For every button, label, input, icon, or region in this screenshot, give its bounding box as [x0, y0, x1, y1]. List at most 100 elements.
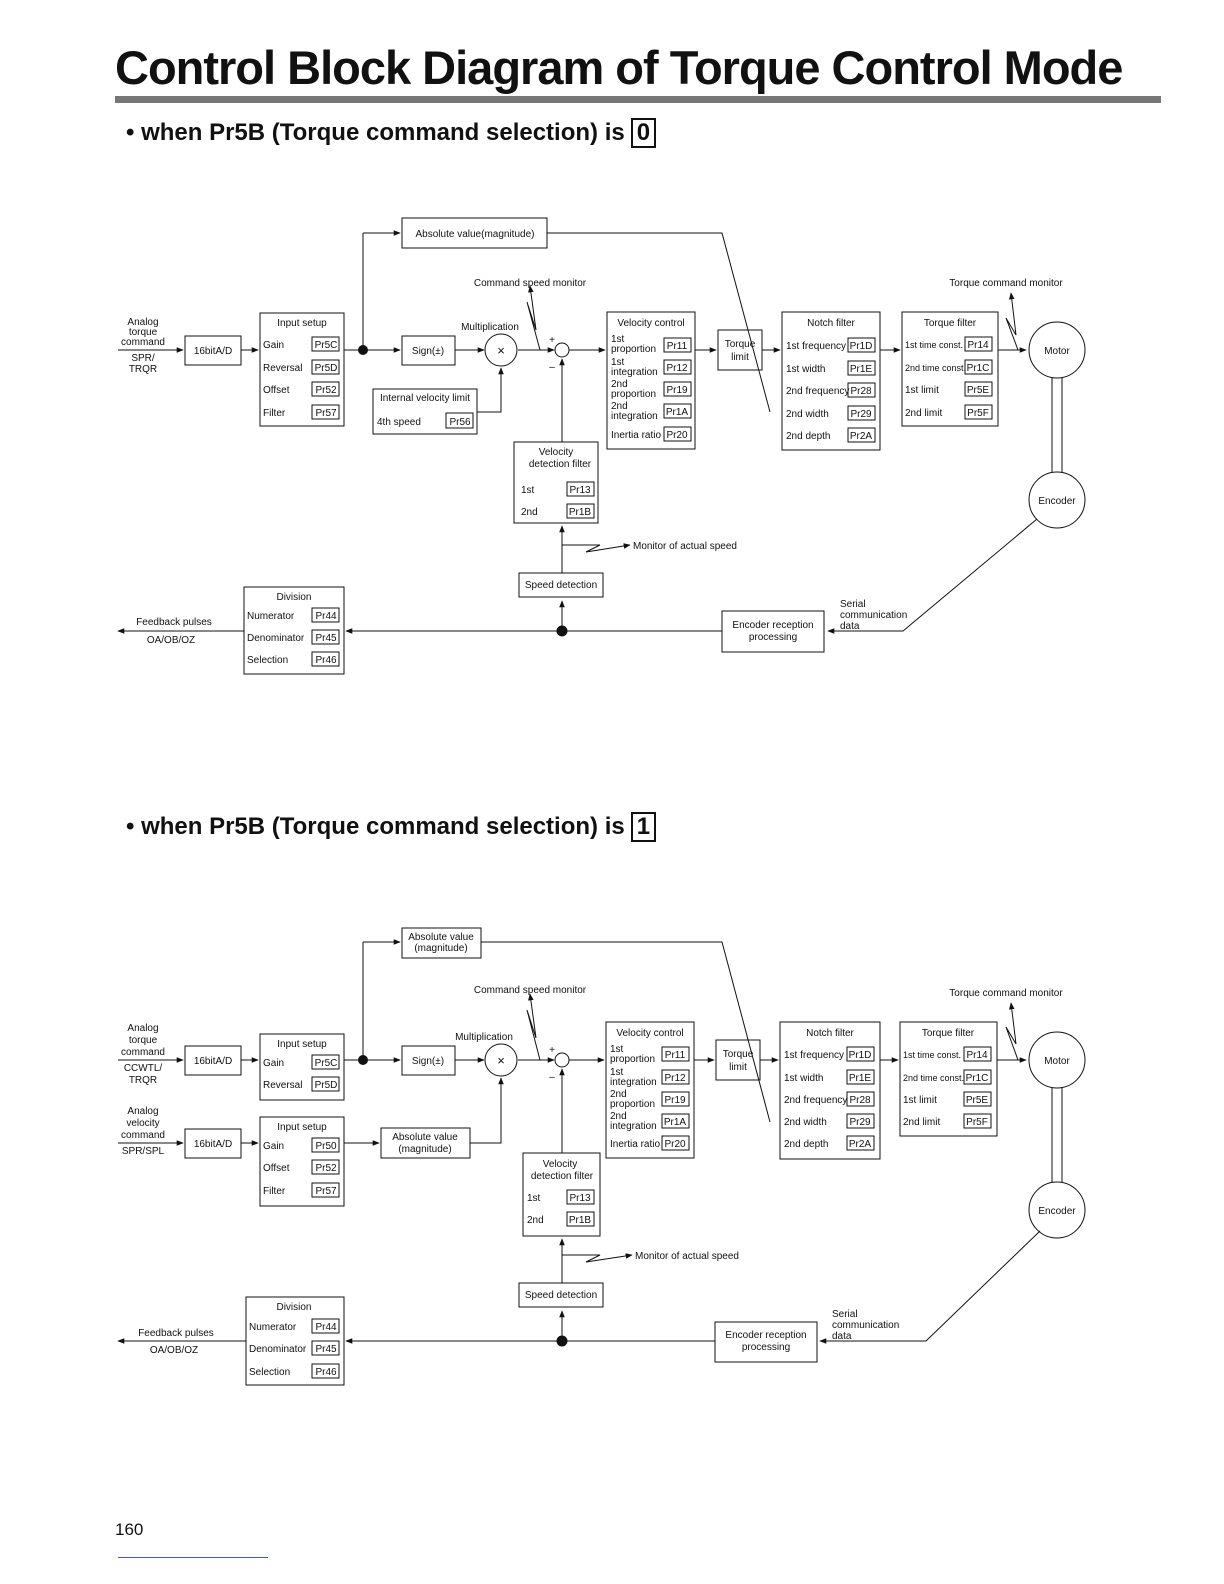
param-code: Pr2A: [849, 1139, 872, 1150]
param-label: proportion: [610, 1099, 655, 1110]
pin-label: TRQR: [129, 1075, 157, 1086]
input-setup-title: Input setup: [277, 1122, 327, 1133]
param-label: proportion: [611, 389, 656, 400]
section-heading-1: • when Pr5B (Torque command selection) i…: [126, 812, 657, 842]
param-code: Pr50: [315, 1141, 337, 1152]
param-code: Pr29: [850, 409, 872, 420]
param-code: Pr5D: [315, 363, 338, 374]
serial-label: communication: [832, 1320, 899, 1331]
encoder-reception-label: Encoder reception: [725, 1330, 806, 1341]
motor-label: Motor: [1044, 346, 1070, 357]
encoder-label: Encoder: [1038, 1206, 1076, 1217]
param-label: Inertia ratio: [610, 1139, 660, 1150]
param-code: Pr1E: [850, 364, 873, 375]
adc-label: 16bitA/D: [194, 1139, 232, 1150]
multiplication-label: Multiplication: [461, 322, 519, 333]
vel-detect-title: detection filter: [531, 1171, 594, 1182]
encoder-reception-label: processing: [749, 632, 797, 643]
feedback-pins: OA/OB/OZ: [150, 1345, 198, 1356]
encoder-reception-block: [714, 1321, 818, 1363]
abs-value-label: (magnitude): [414, 943, 467, 954]
input-setup-title: Input setup: [277, 318, 327, 329]
param-code: Pr1C: [966, 1073, 989, 1084]
abs-value-label: (magnitude): [398, 1144, 451, 1155]
param-label: 2nd depth: [784, 1139, 829, 1150]
param-code: Pr29: [849, 1117, 871, 1128]
abs-value-label: Absolute value: [408, 932, 474, 943]
param-label: 1st: [610, 1044, 624, 1055]
param-code: Pr1E: [849, 1073, 872, 1084]
param-label: Gain: [263, 340, 284, 351]
param-label: proportion: [610, 1054, 655, 1065]
param-code: Pr12: [666, 363, 688, 374]
serial-label: data: [840, 621, 860, 632]
speed-detection-label: Speed detection: [525, 1290, 597, 1301]
torque-cmd-monitor-label: Torque command monitor: [949, 278, 1063, 289]
selection-value-box: 1: [630, 812, 657, 842]
pin-label: TRQR: [129, 364, 157, 375]
cmd-speed-monitor-label: Command speed monitor: [474, 278, 587, 289]
param-label: 1st width: [786, 364, 825, 375]
param-label: 2nd width: [784, 1117, 827, 1128]
param-code: Pr52: [315, 385, 337, 396]
param-label: 2nd frequency: [784, 1095, 847, 1106]
param-label: Gain: [263, 1058, 284, 1069]
param-code: Pr57: [315, 408, 337, 419]
param-code: Pr14: [967, 340, 989, 351]
motor: [1028, 1031, 1086, 1089]
motor-label: Motor: [1044, 1056, 1070, 1067]
summing-junction: [554, 1052, 570, 1068]
param-label: 2nd width: [786, 409, 829, 420]
param-label: Inertia ratio: [611, 430, 661, 441]
param-label: Numerator: [249, 1322, 297, 1333]
notch-filter-block: [781, 311, 881, 451]
param-label: Offset: [263, 1163, 290, 1174]
param-label: 1st limit: [903, 1095, 937, 1106]
serial-label: communication: [840, 610, 907, 621]
param-code: Pr1A: [664, 1117, 687, 1128]
param-code: Pr12: [664, 1073, 686, 1084]
division-title: Division: [276, 1302, 311, 1313]
block-diagram-mode-1: Analog torque command CCWTL/ TRQR 16bitA…: [117, 927, 1086, 1386]
param-code: Pr1B: [569, 1215, 592, 1226]
torque-cmd-monitor-label: Torque command monitor: [949, 988, 1063, 999]
param-label: 1st: [611, 334, 625, 345]
analog-label: velocity: [126, 1118, 159, 1129]
param-code: Pr5C: [315, 1058, 338, 1069]
param-label: 2nd frequency: [786, 386, 849, 397]
sign-label: Sign(±): [412, 1056, 444, 1067]
minus-sign: –: [549, 1072, 555, 1083]
torque-limit-label: Torque: [723, 1049, 754, 1060]
param-code: Pr45: [315, 1344, 337, 1355]
param-code: Pr1B: [569, 507, 592, 518]
param-code: Pr57: [315, 1186, 337, 1197]
multiplication-label: Multiplication: [455, 1032, 513, 1043]
param-label: Reversal: [263, 1080, 302, 1091]
param-label: 1st width: [784, 1073, 823, 1084]
section-heading-text: • when Pr5B (Torque command selection) i…: [126, 813, 625, 840]
title-rule: [115, 96, 1161, 103]
analog-label: Analog: [127, 1106, 158, 1117]
encoder: [1028, 1181, 1086, 1239]
param-code: Pr45: [315, 633, 337, 644]
velocity-detection-filter-block: [513, 441, 599, 524]
multiplier: [484, 333, 518, 367]
footer-rule: [118, 1557, 268, 1558]
param-label: proportion: [611, 344, 656, 355]
plus-sign: +: [549, 1045, 555, 1056]
param-label: Denominator: [249, 1344, 307, 1355]
vel-detect-title: Velocity: [539, 447, 573, 458]
param-code: Pr19: [664, 1095, 686, 1106]
param-label: 1st frequency: [786, 341, 846, 352]
torque-limit-label: limit: [731, 352, 749, 363]
param-label: integration: [610, 1077, 657, 1088]
input-setup-block-velocity: [259, 1116, 345, 1207]
page-number: 160: [115, 1520, 144, 1539]
param-code: Pr56: [449, 417, 471, 428]
pin-label: SPR/SPL: [122, 1146, 165, 1157]
param-label: 2nd: [611, 401, 628, 412]
vel-detect-title: Velocity: [543, 1159, 577, 1170]
param-code: Pr5C: [315, 340, 338, 351]
param-code: Pr1A: [666, 407, 689, 418]
param-label: 2nd: [610, 1111, 627, 1122]
